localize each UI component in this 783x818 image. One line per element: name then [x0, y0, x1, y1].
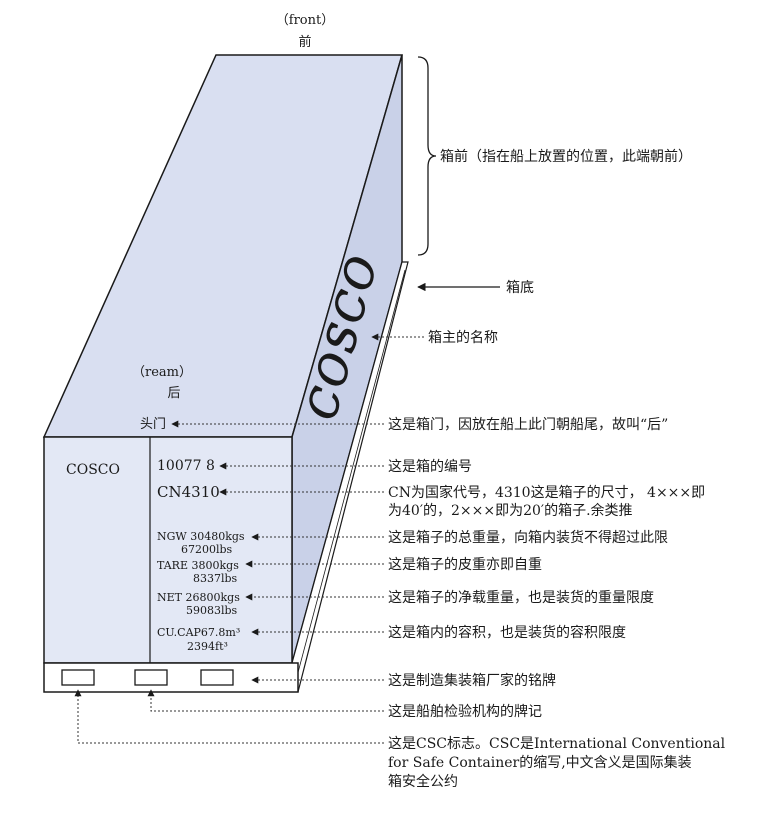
container-door-face: [43, 436, 293, 664]
rear-cn-label: 后: [167, 386, 180, 401]
annotation-inspection: 这是船舶检验机构的牌记: [388, 703, 542, 720]
annotation-code-line1: CN为国家代号，4310这是箱子的尺寸， 4×××即: [388, 484, 705, 501]
annotation-csc-line2: for Safe Container的缩写,中文含义是国际集装: [388, 754, 692, 771]
arrow-inspection: [147, 689, 384, 712]
net-kgs: NET 26800kgs: [157, 591, 240, 604]
csc-plate: [61, 669, 95, 686]
rail-line: [295, 269, 406, 681]
arrow-csc: [74, 689, 384, 744]
front-cn-label: 前: [298, 34, 311, 50]
tare-lbs: 8337lbs: [193, 572, 238, 585]
rear-en-label: （ream）: [132, 365, 192, 380]
front-brace: [417, 56, 437, 256]
cu-cap-m3: CU.CAP67.8m³: [157, 626, 240, 639]
annotation-csc-line3: 箱安全公约: [388, 773, 458, 790]
size-code: CN4310: [157, 483, 220, 501]
annotation-code-line2: 为40′的，2×××即为20′的箱子.余类推: [388, 502, 633, 519]
maker-plate: [200, 669, 234, 686]
annotation-net: 这是箱子的净载重量，也是装货的重量限度: [388, 589, 654, 606]
door-label: 头门: [140, 417, 166, 432]
tare-kgs: TARE 3800kgs: [157, 559, 239, 572]
container-number: 10077 8: [157, 458, 215, 474]
cu-cap-ft3: 2394ft³: [187, 640, 228, 653]
annotation-front: 箱前（指在船上放置的位置，此端朝前）: [440, 148, 692, 165]
annotation-door: 这是箱门，因放在船上此门朝船尾，故叫“后”: [388, 416, 668, 433]
door-logo: COSCO: [66, 462, 120, 478]
ngw-kgs: NGW 30480kgs: [157, 530, 245, 543]
inspection-plate: [134, 669, 168, 686]
annotation-capacity: 这是箱内的容积，也是装货的容积限度: [388, 624, 626, 641]
annotation-csc-line1: 这是CSC标志。CSC是International Conventional: [388, 735, 726, 752]
annotation-maker: 这是制造集装箱厂家的铭牌: [388, 672, 556, 689]
annotation-number: 这是箱的编号: [388, 458, 472, 475]
annotation-owner: 箱主的名称: [428, 330, 498, 346]
net-lbs: 59083lbs: [186, 604, 238, 617]
annotation-gross: 这是箱子的总重量，向箱内装货不得超过此限: [388, 529, 668, 546]
annotation-bottom: 箱底: [506, 280, 534, 296]
front-en-label: （front）: [276, 13, 334, 28]
annotation-tare: 这是箱子的皮重亦即自重: [388, 556, 542, 573]
ngw-lbs: 67200lbs: [181, 543, 233, 556]
